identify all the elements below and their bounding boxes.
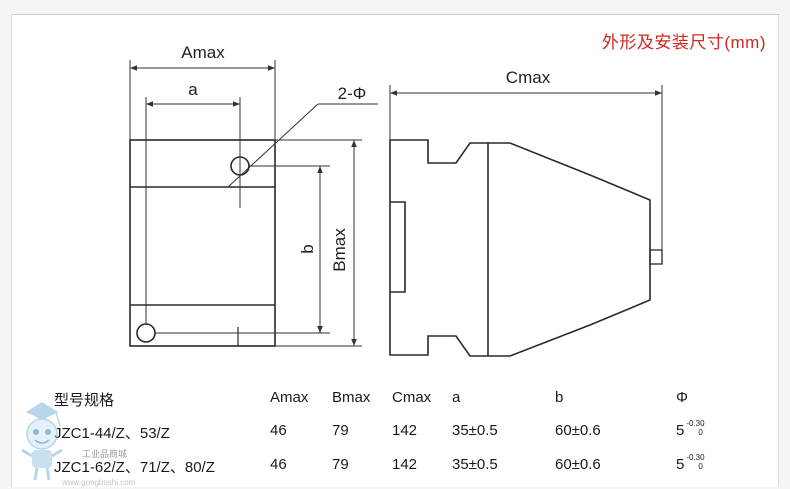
phi-tol-lower: 0 — [698, 428, 703, 438]
mascot-watermark-icon — [21, 402, 63, 481]
phi-holes-label: 2-Φ — [338, 84, 367, 103]
header-model: 型号规格 — [54, 392, 115, 409]
row-a: 35±0.5 — [452, 456, 498, 473]
row-cmax: 142 — [392, 422, 418, 439]
header-phi: Φ — [676, 389, 688, 406]
phi-tol-upper: -0.30 — [686, 453, 705, 463]
section-title: 外形及安装尺寸(mm) — [601, 33, 766, 52]
row-a: 35±0.5 — [452, 422, 498, 439]
row-b: 60±0.6 — [555, 456, 601, 473]
phi-value: 5 — [676, 422, 685, 439]
side-dimensions — [389, 85, 663, 250]
table-row: JZC1-62/Z、71/Z、80/Z 46 79 142 35±0.5 60±… — [0, 453, 790, 478]
row-bmax: 79 — [332, 456, 349, 473]
row-amax: 46 — [270, 456, 287, 473]
side-body-outline — [389, 139, 651, 357]
a-label: a — [188, 80, 198, 99]
watermark-url: www.gongboshi.com — [62, 478, 136, 487]
phi-tol-upper: -0.30 — [686, 419, 705, 429]
row-b: 60±0.6 — [555, 422, 601, 439]
header-cmax: Cmax — [392, 389, 432, 406]
front-dimensions — [129, 60, 378, 347]
front-view — [129, 139, 276, 347]
side-view — [389, 139, 663, 357]
row-model: JZC1-44/Z、53/Z — [54, 425, 170, 442]
b-label: b — [298, 244, 317, 253]
header-a: a — [452, 389, 461, 406]
amax-label: Amax — [181, 43, 225, 62]
phi-leader-diagonal — [227, 103, 319, 188]
watermark-text: 工业品商城 — [82, 449, 128, 459]
spec-table-header: 型号规格 Amax Bmax Cmax a b Φ — [0, 389, 790, 413]
mount-hole-bottom — [136, 323, 156, 343]
table-row: JZC1-44/Z、53/Z 46 79 142 35±0.5 60±0.6 5… — [0, 419, 790, 444]
header-amax: Amax — [270, 389, 309, 406]
row-amax: 46 — [270, 422, 287, 439]
header-b: b — [555, 389, 564, 406]
side-left-recess — [390, 201, 406, 293]
row-model: JZC1-62/Z、71/Z、80/Z — [54, 459, 215, 476]
row-cmax: 142 — [392, 456, 418, 473]
front-body-outline — [129, 139, 276, 347]
phi-value: 5 — [676, 456, 685, 473]
bmax-label: Bmax — [330, 228, 349, 272]
side-terminal-nub — [649, 249, 663, 265]
phi-tol-lower: 0 — [698, 462, 703, 472]
row-bmax: 79 — [332, 422, 349, 439]
header-bmax: Bmax — [332, 389, 371, 406]
cmax-label: Cmax — [506, 68, 551, 87]
